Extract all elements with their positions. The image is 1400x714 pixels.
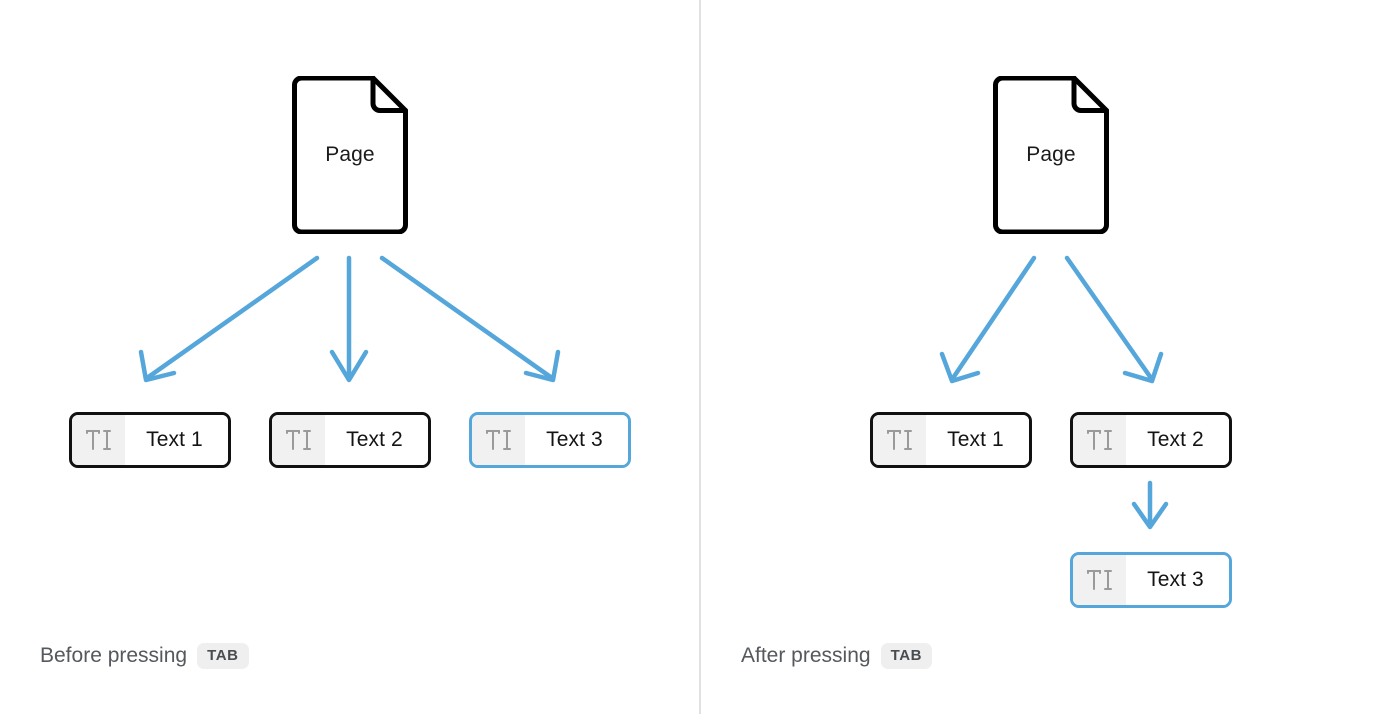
arrow-page-to-text1 (144, 255, 320, 381)
text-node-after-2[interactable]: Text 2 (1070, 412, 1232, 468)
arrow-text2-to-text3-head (1131, 501, 1169, 530)
text-node-after-1[interactable]: Text 1 (870, 412, 1032, 468)
panel-divider (699, 0, 701, 714)
text-cursor-icon (272, 415, 325, 465)
text-node-label: Text 1 (125, 415, 228, 465)
arrow-page-to-text1 (950, 255, 1037, 381)
page-document-icon (292, 76, 408, 234)
page-document-icon (993, 76, 1109, 234)
arrow-page-to-text3-head (523, 349, 561, 383)
page-node-label: Page (325, 143, 375, 166)
arrow-page-to-text1-head (138, 349, 177, 383)
arrow-page-to-text2 (1064, 255, 1154, 381)
caption-before: Before pressing TAB (40, 643, 249, 669)
text-node-label: Text 2 (325, 415, 428, 465)
arrow-page-to-text3 (379, 255, 555, 381)
caption-after: After pressing TAB (741, 643, 933, 669)
caption-before-text: Before pressing (40, 644, 188, 667)
text-cursor-icon (72, 415, 125, 465)
arrow-page-to-text2-head (329, 349, 369, 383)
arrow-page-to-text1-head (939, 351, 981, 384)
text-node-before-3[interactable]: Text 3 (469, 412, 631, 468)
kbd-tab-before: TAB (197, 643, 249, 669)
text-cursor-icon (873, 415, 926, 465)
caption-after-text: After pressing (741, 644, 871, 667)
text-node-label: Text 3 (1126, 555, 1229, 605)
kbd-tab-after: TAB (880, 643, 933, 669)
text-cursor-icon (1073, 555, 1126, 605)
text-node-before-1[interactable]: Text 1 (69, 412, 231, 468)
page-node-after[interactable]: Page (990, 76, 1112, 234)
text-node-label: Text 1 (926, 415, 1029, 465)
arrow-page-to-text2-head (1122, 351, 1164, 384)
text-node-label: Text 3 (525, 415, 628, 465)
text-node-label: Text 2 (1126, 415, 1229, 465)
page-node-before[interactable]: Page (289, 76, 411, 234)
page-node-label: Page (1026, 143, 1076, 166)
text-node-before-2[interactable]: Text 2 (269, 412, 431, 468)
panel-after: Page Text 1 (701, 0, 1400, 714)
text-cursor-icon (1073, 415, 1126, 465)
text-cursor-icon (472, 415, 525, 465)
panel-before: Page Text 1 (0, 0, 699, 714)
text-node-after-3[interactable]: Text 3 (1070, 552, 1232, 608)
